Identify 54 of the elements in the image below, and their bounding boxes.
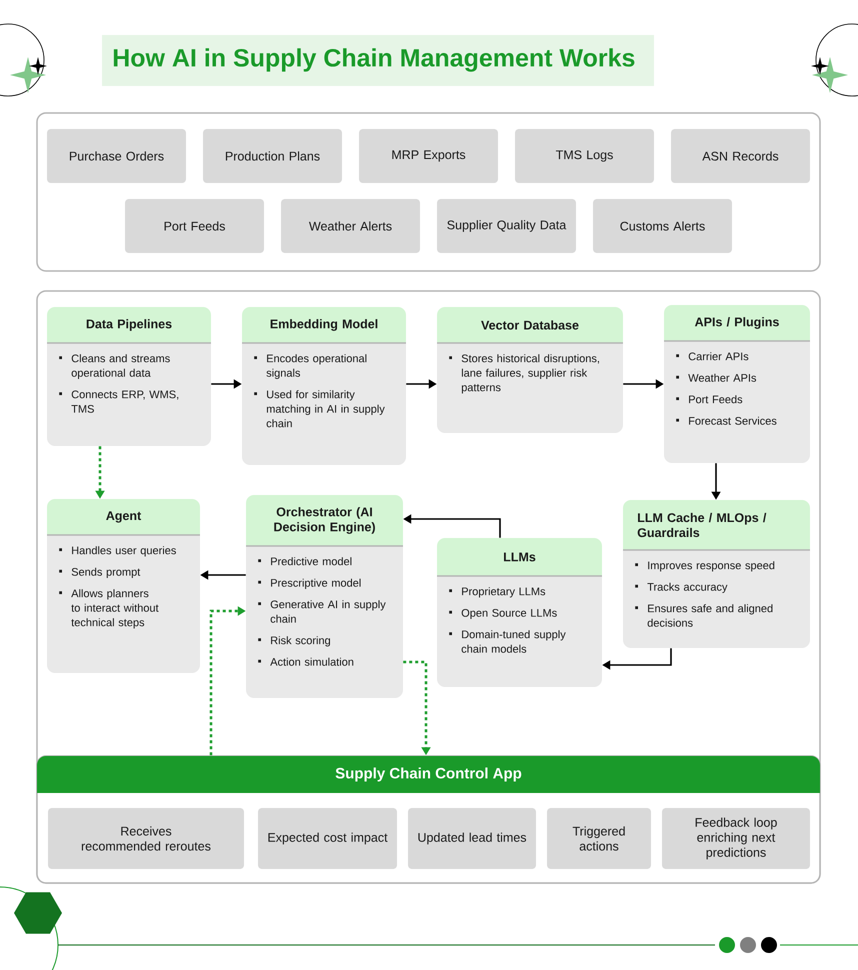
card xyxy=(47,499,200,673)
item-box: Feedback loop enriching next predictions xyxy=(662,808,810,869)
bullet-item: Forecast Services xyxy=(676,416,776,425)
item-box: Port Feeds xyxy=(125,199,264,253)
bullet-item: Generative AI in supply chain xyxy=(258,600,386,623)
item-box: Receives recommended reroutes xyxy=(48,808,244,869)
item-box: Supplier Quality Data xyxy=(437,199,576,253)
bullet-item: Weather APIs xyxy=(676,374,756,382)
bullet-item: Allows planners to interact without technical steps xyxy=(59,589,159,628)
item-box: ASN Records xyxy=(671,129,810,183)
card xyxy=(437,538,602,687)
bullet-item: Action simulation xyxy=(258,658,354,666)
bullet-item: Open Source LLMs xyxy=(449,609,557,619)
card xyxy=(437,307,623,433)
card xyxy=(47,307,211,446)
card xyxy=(664,305,810,463)
bullet-item: Cleans and streams operational data xyxy=(59,354,170,379)
card xyxy=(623,500,810,648)
bullet-item: Predictive model xyxy=(258,557,352,566)
item-box: Purchase Orders xyxy=(47,129,186,183)
card xyxy=(246,495,403,698)
item-box: TMS Logs xyxy=(515,129,654,183)
title: How AI in Supply Chain Management Works xyxy=(102,35,654,86)
card-title: Data Pipelines xyxy=(86,319,172,331)
item-box: Weather Alerts xyxy=(281,199,420,253)
bullet-item: Connects ERP, WMS, TMS xyxy=(59,390,178,413)
item-box: Triggered actions xyxy=(547,808,651,869)
item-box: Updated lead times xyxy=(408,808,536,869)
card xyxy=(242,307,406,465)
bullet-item: Ensures safe and aligned decisions xyxy=(635,604,772,627)
bullet-item: Improves response speed xyxy=(635,561,774,572)
bullet-item: Domain-tuned supply chain models xyxy=(449,630,566,653)
bullet-item: Tracks accuracy xyxy=(635,582,728,593)
bullet-item: Sends prompt xyxy=(59,568,140,578)
item-box: Expected cost impact xyxy=(258,808,397,869)
bullet-item: Risk scoring xyxy=(258,636,330,646)
item-box: Customs Alerts xyxy=(593,199,732,253)
card-title: APIs / Plugins xyxy=(694,317,779,329)
bullet-item: Carrier APIs xyxy=(676,352,748,360)
bullet-item: Handles user queries xyxy=(59,546,176,556)
item-box: MRP Exports xyxy=(359,129,498,183)
card-title: LLMs xyxy=(504,552,536,562)
bullet-item: Encodes operational signals xyxy=(254,354,366,379)
item-box: Production Plans xyxy=(203,129,342,183)
bullet-item: Used for similarity matching in AI in supply chain xyxy=(254,390,385,428)
card-title: Orchestrator (AI Decision Engine) xyxy=(274,507,375,534)
bullet-item: Stores historical disruptions, lane failures, supplier risk patterns xyxy=(449,354,599,394)
bullet-item: Proprietary LLMs xyxy=(449,587,546,598)
card-title: LLM Cache / MLOps / Guardrails xyxy=(638,512,766,538)
card-title: Embedding Model xyxy=(270,319,378,331)
bullet-item: Prescriptive model xyxy=(258,578,361,589)
card-title: Agent xyxy=(106,511,142,523)
card-title: Vector Database xyxy=(481,320,579,330)
bullet-item: Port Feeds xyxy=(676,395,742,404)
